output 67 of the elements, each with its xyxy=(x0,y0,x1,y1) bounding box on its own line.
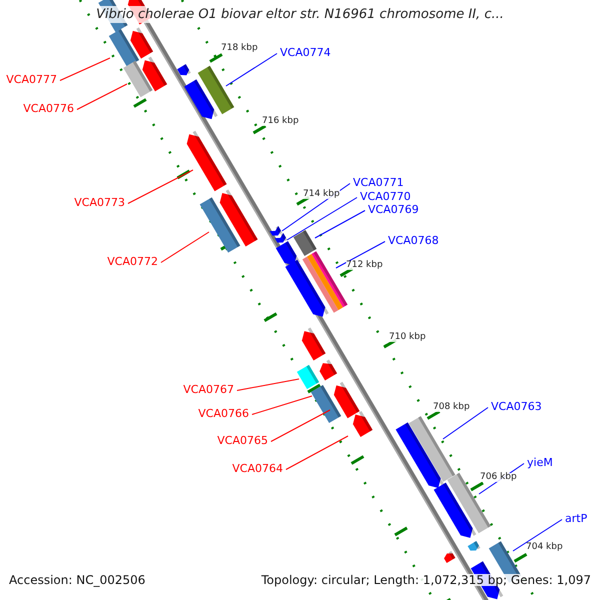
gene-block xyxy=(320,360,338,380)
leader-line xyxy=(314,210,366,238)
gene-block xyxy=(274,233,288,243)
gene-block xyxy=(184,79,218,120)
gene-block xyxy=(408,416,456,482)
gene-block xyxy=(468,541,480,551)
leader-line xyxy=(226,53,278,86)
leader-line xyxy=(442,407,488,440)
gene-block xyxy=(352,410,373,438)
gene-label: VCA0772 xyxy=(107,256,158,267)
gene-block xyxy=(302,328,326,360)
gene-block xyxy=(142,56,168,92)
gene-block xyxy=(396,422,444,488)
scale-label: 718 kbp xyxy=(221,44,258,53)
gene-block xyxy=(198,66,234,114)
leader-line xyxy=(252,396,312,415)
gene-label: VCA0770 xyxy=(360,191,411,202)
gene-block xyxy=(200,197,240,253)
gene-label: VCA0769 xyxy=(368,204,419,215)
gene-label: VCA0771 xyxy=(353,177,404,188)
gene-block xyxy=(270,226,282,236)
leader-line xyxy=(160,232,210,263)
leader-line xyxy=(60,58,110,81)
accession-text: Accession: NC_002506 xyxy=(9,574,146,586)
gene-label: VCA0774 xyxy=(280,47,331,58)
scale-label: 708 kbp xyxy=(433,403,470,412)
gene-block xyxy=(276,241,300,266)
scale-label: 712 kbp xyxy=(346,261,383,270)
gene-block xyxy=(310,384,342,424)
leader-line xyxy=(128,170,194,204)
gene-block xyxy=(285,260,329,317)
gene-block xyxy=(293,230,317,256)
gene-label: VCA0773 xyxy=(74,197,125,208)
gene-label: VCA0764 xyxy=(232,463,283,474)
gene-label: VCA0768 xyxy=(388,235,439,246)
scale-label: 704 kbp xyxy=(526,543,563,552)
scale-label: 710 kbp xyxy=(389,333,426,342)
gene-block xyxy=(334,382,360,418)
gene-label: VCA0777 xyxy=(6,74,57,85)
leader-line xyxy=(512,519,562,552)
leader-line xyxy=(236,378,300,391)
leader-line xyxy=(270,410,330,442)
scale-label: 714 kbp xyxy=(303,190,340,199)
gene-block xyxy=(108,28,140,68)
gene-block xyxy=(186,130,227,192)
leader-line xyxy=(286,197,358,240)
gene-label: artP xyxy=(565,513,588,524)
gene-block xyxy=(123,60,153,98)
gene-block xyxy=(434,482,476,538)
leader-line xyxy=(286,436,348,470)
scale-label: 706 kbp xyxy=(480,473,517,482)
gene-block xyxy=(177,64,191,76)
gene-label: VCA0766 xyxy=(198,408,249,419)
gene-block xyxy=(296,364,320,390)
leader-line xyxy=(76,84,128,110)
gene-block xyxy=(220,189,258,247)
gene-label: VCA0765 xyxy=(217,435,268,446)
gene-label: VCA0763 xyxy=(491,401,542,412)
gene-block xyxy=(444,551,456,563)
summary-text: Topology: circular; Length: 1,072,315 bp; Genes: 1,097 xyxy=(261,574,591,586)
gene-label: yieM xyxy=(527,457,553,468)
gene-label: VCA0767 xyxy=(183,384,234,395)
gene-block xyxy=(130,27,154,59)
scale-label: 716 kbp xyxy=(262,117,299,126)
gene-label: VCA0776 xyxy=(23,103,74,114)
leader-line xyxy=(336,241,386,268)
gene-block xyxy=(302,251,348,313)
